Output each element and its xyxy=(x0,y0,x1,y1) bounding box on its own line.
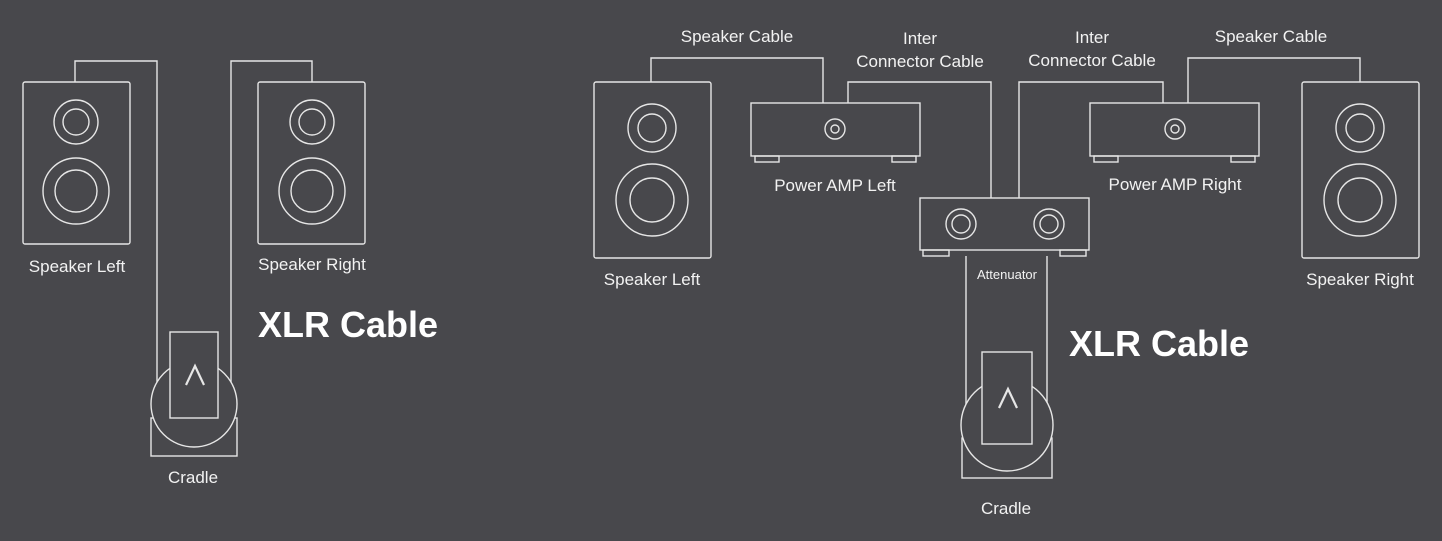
attenuator-label: Attenuator xyxy=(977,267,1037,282)
inter-connector-cable-right-label-line2: Connector Cable xyxy=(1028,51,1156,70)
attenuator-icon xyxy=(919,197,1090,257)
speaker-cable-right-label: Speaker Cable xyxy=(1214,27,1328,46)
speaker-cable-right xyxy=(1187,57,1361,103)
xlr-cable-label: XLR Cable xyxy=(1069,323,1250,364)
right-setup xyxy=(593,57,1420,479)
speaker-right-label: Speaker Right xyxy=(258,255,366,274)
power-amp-right-icon xyxy=(1089,102,1260,163)
xlr-cable-left-lead xyxy=(74,60,158,420)
power-amp-left-icon xyxy=(750,102,921,163)
speaker-left-label: Speaker Left xyxy=(603,270,701,289)
speaker-cable-left-label: Speaker Cable xyxy=(680,27,794,46)
inter-connector-cable-left-label-line1: Inter xyxy=(902,29,938,48)
inter-connector-cable-left-label-line2: Connector Cable xyxy=(856,52,984,71)
speaker-right-icon xyxy=(1301,81,1420,259)
inter-connector-cable-right-label-line1: Inter xyxy=(1074,28,1110,47)
inter-connector-cable-left xyxy=(847,81,992,198)
xlr-cable-label: XLR Cable xyxy=(258,304,439,345)
speaker-left-icon xyxy=(22,81,131,245)
cradle-label: Cradle xyxy=(167,468,219,487)
speaker-cable-left xyxy=(650,57,824,103)
cradle-label: Cradle xyxy=(980,499,1032,518)
cradle-icon xyxy=(150,331,238,457)
power-amp-left-label: Power AMP Left xyxy=(774,176,896,195)
xlr-cable-right-lead xyxy=(230,60,313,420)
cradle-icon xyxy=(960,351,1054,479)
speaker-right-label: Speaker Right xyxy=(1306,270,1414,289)
speaker-left-icon xyxy=(593,81,712,259)
speaker-right-icon xyxy=(257,81,366,245)
power-amp-right-label: Power AMP Right xyxy=(1108,175,1242,194)
inter-connector-cable-right xyxy=(1018,81,1164,198)
speaker-left-label: Speaker Left xyxy=(28,257,126,276)
left-setup xyxy=(22,60,366,457)
